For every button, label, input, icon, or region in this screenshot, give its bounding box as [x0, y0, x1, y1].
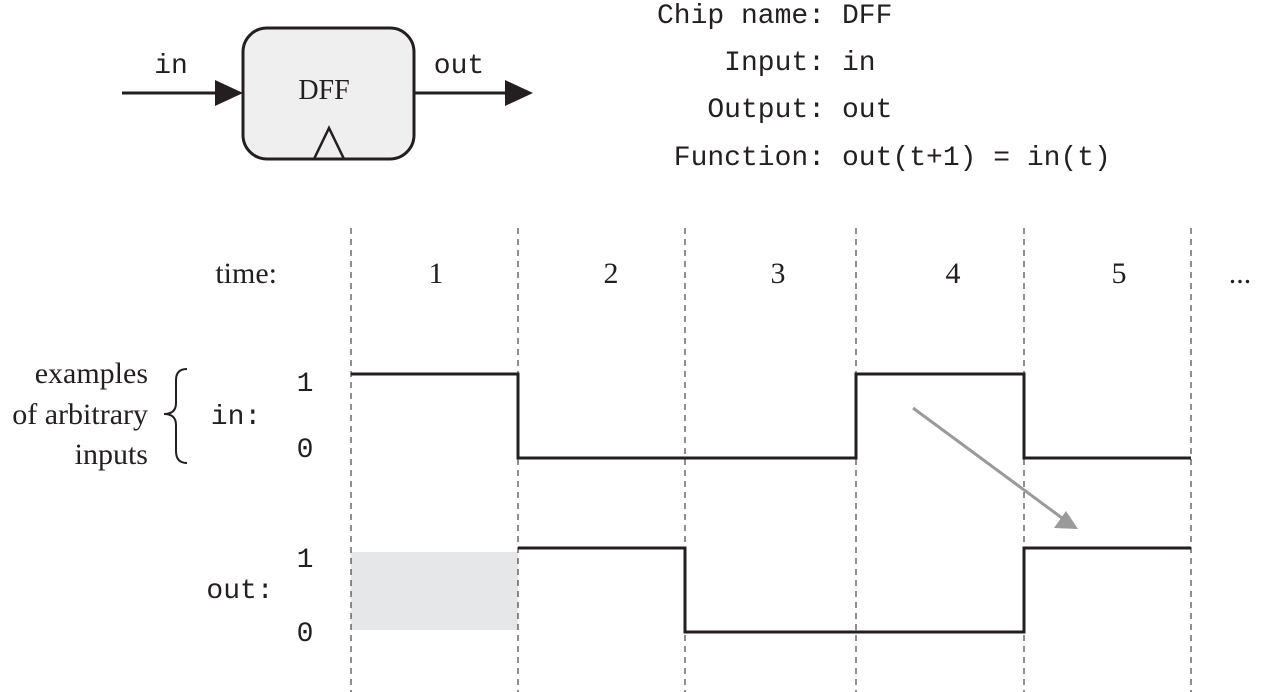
in-signal-low-label: 0: [297, 435, 314, 466]
input-arrowhead: [215, 80, 243, 106]
time-label: time:: [215, 257, 277, 290]
curly-brace-icon: [163, 368, 188, 464]
out-undefined-region: [351, 552, 518, 630]
in-waveform: [351, 372, 1191, 460]
delay-arrowhead: [1054, 511, 1078, 529]
out-signal-high-label: 1: [297, 545, 314, 576]
brace-text-line-1: examples: [35, 357, 148, 390]
out-waveform: [518, 546, 1191, 634]
time-period-3: 3: [771, 257, 786, 290]
clock-triangle-icon: [312, 125, 346, 160]
brace-text-line-3: inputs: [75, 438, 148, 471]
output-wire-label: out: [434, 51, 484, 82]
out-signal-low-label: 0: [297, 619, 314, 650]
in-signal-label: in:: [211, 402, 261, 433]
time-period-2: 2: [604, 257, 619, 290]
spec-output-key: Output:: [707, 95, 825, 126]
chip-block: DFF in out: [122, 26, 533, 161]
time-period-5: 5: [1112, 257, 1127, 290]
time-period-4: 4: [946, 257, 961, 290]
brace-text-line-2: of arbitrary: [12, 398, 148, 431]
spec-input-key: Input:: [724, 48, 825, 79]
spec-input-value: in: [842, 48, 876, 79]
timing-diagram: time: 1 2 3 4 5 ... examples of arbitrar…: [12, 228, 1251, 692]
spec-function-key: Function:: [674, 143, 825, 174]
spec-function-value: out(t+1) = in(t): [842, 143, 1111, 174]
time-period-1: 1: [429, 257, 444, 290]
delay-arrow-shaft: [912, 406, 1063, 520]
spec-name-key: Chip name:: [657, 1, 825, 32]
chip-spec: Chip name: DFF Input: in Output: out Fun…: [657, 1, 1111, 174]
spec-output-value: out: [842, 95, 892, 126]
delay-arrow: [912, 406, 1078, 529]
out-signal-label: out:: [206, 576, 273, 607]
output-arrowhead: [505, 80, 533, 106]
input-wire-label: in: [154, 51, 188, 82]
spec-name-value: DFF: [842, 1, 892, 32]
time-ellipsis: ...: [1229, 257, 1252, 290]
in-signal-high-label: 1: [297, 369, 314, 400]
dff-box-label: DFF: [298, 75, 349, 106]
